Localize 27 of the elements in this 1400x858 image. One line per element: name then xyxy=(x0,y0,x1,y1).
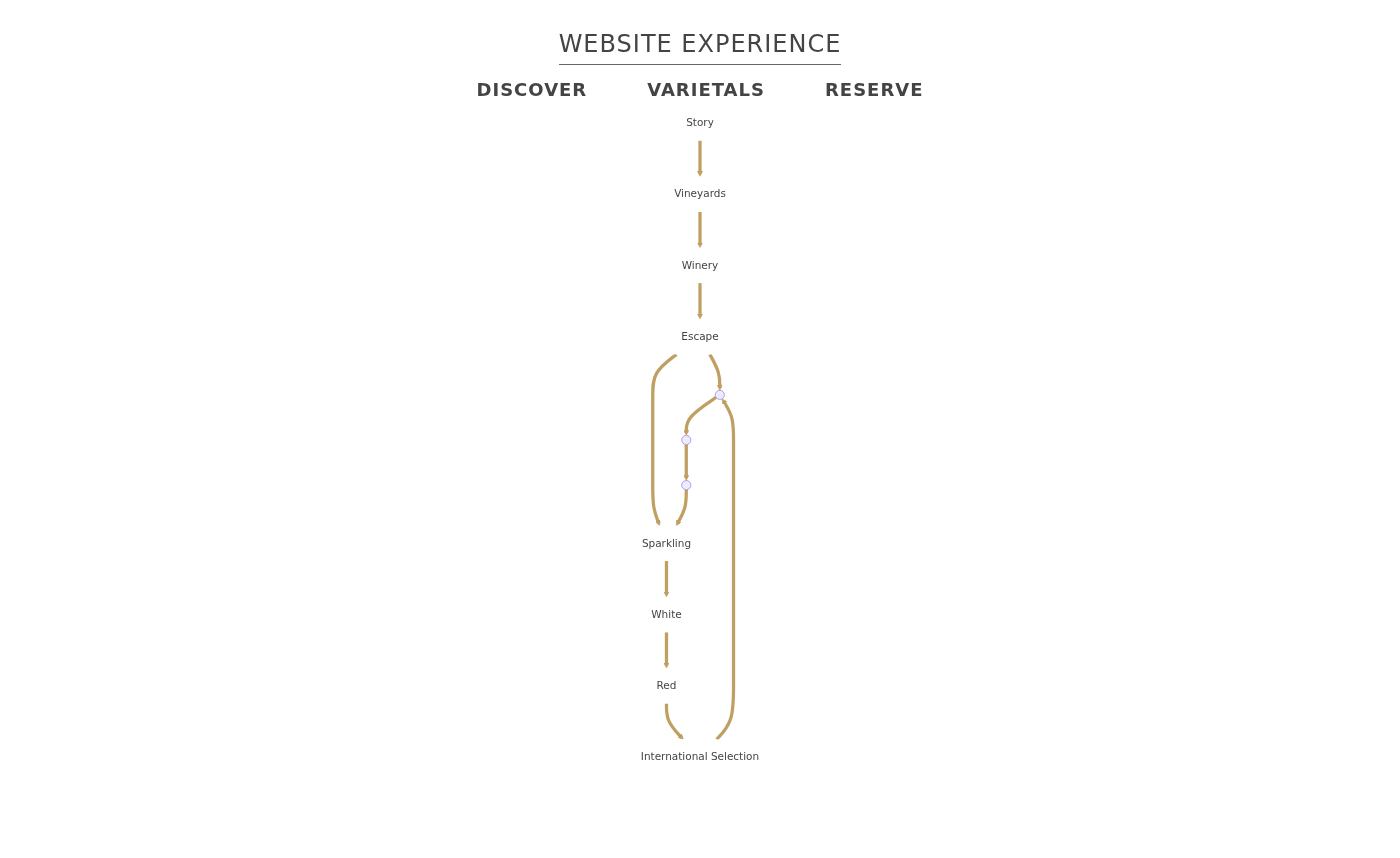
section-label: VARIETALS xyxy=(647,79,765,100)
node-text: Escape xyxy=(681,330,719,343)
arrow xyxy=(651,353,678,526)
node-text: Story xyxy=(686,116,714,129)
arrow xyxy=(708,353,723,391)
node-circle xyxy=(714,390,725,400)
node-text: Red xyxy=(656,679,677,692)
node-circle xyxy=(681,480,692,490)
node-text: International Selection xyxy=(640,750,760,763)
arrow xyxy=(697,211,703,249)
node-text: Sparkling xyxy=(641,536,692,550)
arrow xyxy=(663,632,670,669)
arrow xyxy=(683,444,690,481)
node-text: White xyxy=(651,608,682,621)
node-text: Vineyards xyxy=(674,187,726,201)
arrow xyxy=(683,396,717,436)
node-text: Winery xyxy=(681,258,719,272)
node-circle xyxy=(681,435,692,445)
arrow xyxy=(663,560,670,598)
section-label: DISCOVER xyxy=(476,79,588,100)
arrow xyxy=(715,398,736,741)
diagram-title: WEBSITE EXPERIENCE xyxy=(558,30,842,65)
section-label: RESERVE xyxy=(824,79,924,100)
arrow xyxy=(697,140,703,177)
arrow xyxy=(697,283,703,320)
arrow xyxy=(664,703,684,740)
arrow xyxy=(676,489,688,526)
